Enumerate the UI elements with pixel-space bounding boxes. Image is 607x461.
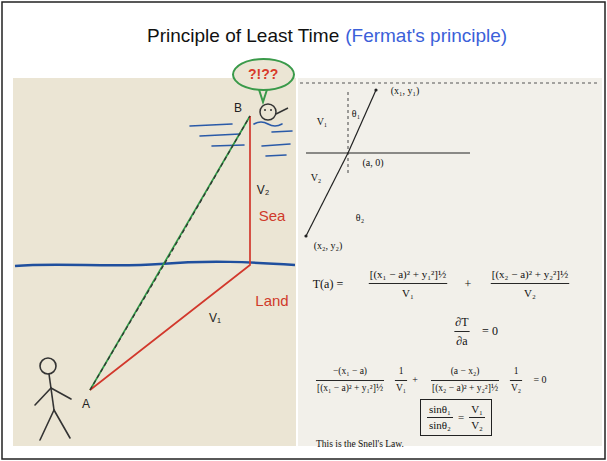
point-label: A <box>82 398 90 410</box>
fraction-bar <box>316 380 384 381</box>
refracted-ray <box>306 153 348 236</box>
slide-title: Principle of Least Time <box>147 26 339 45</box>
incident-ray <box>348 90 376 153</box>
formula-part: ?!?? <box>248 66 278 82</box>
caption-note: This is the Snell's Law. <box>316 440 404 450</box>
angle-label: θ₂ <box>356 213 364 223</box>
fraction-denominator: [(x₁ − a)² + y₁²]½ <box>317 384 383 394</box>
velocity-label: V₂ <box>311 173 322 183</box>
sea-hatching <box>190 122 292 156</box>
formula-term: = 0 <box>533 375 546 385</box>
normal-line <box>348 92 349 176</box>
velocity-label: V₁ <box>209 312 221 324</box>
node-text: V₁ <box>469 403 485 418</box>
least-time-path <box>90 116 250 390</box>
math-panel <box>298 78 602 446</box>
coordinate-label: (x₁, y₁) <box>391 86 420 96</box>
fraction-numerator: 1 <box>514 367 519 377</box>
node-text: V₂ <box>469 418 485 432</box>
fraction-numerator: 1 <box>399 367 404 377</box>
fraction: sinθ₁sinθ₂ <box>427 403 453 431</box>
node-text: sinθ₁ <box>427 403 453 418</box>
node-text: sinθ₂ <box>427 418 453 432</box>
speech-bubble: ?!?? <box>232 58 295 91</box>
subtitle: (Fermat's principle) <box>345 26 507 45</box>
fraction-bar <box>491 283 569 284</box>
formula-box: sinθ₁sinθ₂ = V₁V₂ <box>420 399 492 436</box>
region-label: Land <box>255 293 288 308</box>
fraction-bar <box>431 380 499 381</box>
formula-term: = 0 <box>482 325 498 337</box>
fraction-denominator: ∂a <box>456 335 467 347</box>
straight-path <box>90 116 250 390</box>
fraction-numerator: [(x₂ − a)² + y₂²]½ <box>492 269 568 280</box>
formula-part: = <box>458 411 464 424</box>
fraction-denominator: V₂ <box>511 384 521 394</box>
velocity-label: V₁ <box>317 117 328 127</box>
interface-line <box>306 152 470 153</box>
sketch-panel <box>13 78 296 446</box>
formula-operator: + <box>465 278 472 290</box>
coordinate-label: (a, 0) <box>362 158 383 168</box>
formula-operator: + <box>412 375 418 385</box>
fraction-bar <box>510 380 522 381</box>
fraction-numerator: −(x₁ − a) <box>333 367 367 377</box>
shortest-swim-path <box>90 116 250 390</box>
angle-label: θ₁ <box>352 109 360 119</box>
node-text: ?!?? <box>248 66 278 82</box>
fraction-denominator: V₁ <box>396 384 406 394</box>
point-label: B <box>234 102 242 114</box>
coordinate-label: (x₂, y₂) <box>314 241 343 251</box>
top-rule <box>300 83 600 84</box>
fraction-denominator: V₁ <box>402 288 414 299</box>
fraction-bar <box>454 331 469 332</box>
node-text: = <box>458 411 464 424</box>
velocity-label: V₂ <box>257 184 270 196</box>
region-label: Sea <box>259 208 286 223</box>
fraction-bar <box>369 283 447 284</box>
fraction-bar <box>395 380 407 381</box>
fraction: V₁V₂ <box>469 403 485 431</box>
swimmer-figure <box>260 104 288 120</box>
fraction-numerator: (a − x₂) <box>451 367 480 377</box>
fraction-numerator: ∂T <box>455 316 468 328</box>
coastline <box>15 262 295 266</box>
formula-term: T(a) = <box>313 278 343 290</box>
walker-figure <box>35 358 71 440</box>
fraction-denominator: [(x₂ − a)² + y₂²]½ <box>432 384 498 394</box>
fraction-numerator: [(x₁ − a)² + y₁²]½ <box>370 269 446 280</box>
fraction-denominator: V₂ <box>524 288 536 299</box>
point-marker <box>304 234 307 237</box>
